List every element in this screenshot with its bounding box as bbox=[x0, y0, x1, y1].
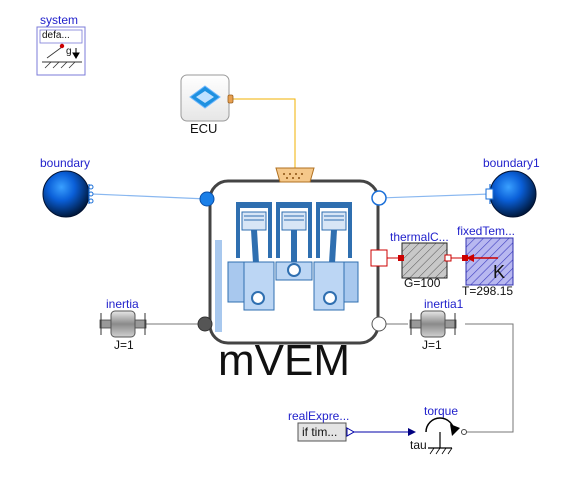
fixed-temperature-port-icon bbox=[462, 255, 468, 261]
inertia-block[interactable] bbox=[99, 310, 147, 338]
boundary1-name-label: boundary1 bbox=[483, 156, 540, 170]
real-expression-name-label: realExpre... bbox=[288, 409, 350, 423]
engine-signal-connector-icon bbox=[275, 167, 315, 183]
chip-icon bbox=[189, 85, 221, 109]
temperature-arrow-icon bbox=[466, 254, 474, 262]
real-expression-value-label: if tim... bbox=[302, 425, 338, 439]
engine-flange-b-port-icon bbox=[371, 316, 387, 332]
inertia-name-label: inertia bbox=[106, 297, 139, 311]
thermal-conductor-param-label: G=100 bbox=[404, 276, 441, 290]
thermal-conductor-block[interactable] bbox=[398, 242, 452, 279]
boundary-name-label: boundary bbox=[40, 156, 91, 170]
system-name-label: system bbox=[40, 13, 79, 27]
torque-arc-icon bbox=[425, 417, 455, 433]
torque-flange-line bbox=[465, 323, 514, 433]
engine-heat-port-icon bbox=[370, 249, 388, 267]
ecu-block[interactable] bbox=[180, 74, 234, 122]
thermal-port-a-icon bbox=[398, 255, 404, 261]
inertia1-name-label: inertia1 bbox=[424, 297, 464, 311]
system-inner-label: defa... bbox=[42, 30, 70, 41]
system-g-label: g bbox=[66, 46, 72, 57]
inertia1-param-label: J=1 bbox=[422, 338, 442, 352]
inertia1-flywheel-icon bbox=[420, 310, 446, 338]
engine-block[interactable] bbox=[197, 167, 388, 345]
inertia-param-label: J=1 bbox=[114, 338, 134, 352]
fixed-temperature-block[interactable] bbox=[462, 237, 514, 286]
torque-block[interactable] bbox=[408, 417, 467, 455]
fixed-temperature-unit-label: K bbox=[493, 262, 506, 282]
connection-lines bbox=[91, 98, 514, 433]
system-block[interactable] bbox=[36, 26, 86, 76]
real-expression-block[interactable] bbox=[297, 422, 356, 442]
real-expression-output-icon bbox=[346, 427, 356, 437]
ecu-signal-line bbox=[232, 98, 296, 170]
fixed-temperature-name-label: fixedTem... bbox=[457, 224, 516, 238]
torque-flange-port-icon bbox=[461, 429, 467, 435]
engine-flange-a-port-icon bbox=[197, 316, 213, 332]
thermal-port-b-icon bbox=[444, 254, 452, 262]
ecu-name-label: ECU bbox=[190, 121, 218, 136]
inertia-flywheel-icon bbox=[110, 310, 136, 338]
engine-cylinders-icon bbox=[227, 202, 359, 311]
engine-inlet-port-icon bbox=[199, 191, 215, 207]
fixed-temperature-param-label: T=298.15 bbox=[462, 284, 514, 298]
boundary1-port-icon bbox=[485, 184, 494, 204]
torque-input-label: tau bbox=[410, 438, 427, 452]
inertia1-block[interactable] bbox=[409, 310, 457, 338]
boundary-fluid-line bbox=[91, 193, 208, 200]
boundary1-fluid-line bbox=[378, 193, 491, 199]
thermal-conductor-name-label: thermalC... bbox=[390, 230, 449, 244]
gravity-arrow-icon bbox=[72, 48, 80, 59]
engine-name-label: mVEM bbox=[218, 336, 350, 385]
torque-name-label: torque bbox=[424, 404, 459, 418]
ecu-port-icon bbox=[227, 94, 234, 104]
engine-outlet-port-icon bbox=[371, 190, 387, 206]
boundary-port-icon bbox=[88, 184, 94, 204]
torque-input-icon bbox=[408, 428, 416, 436]
system-red-dot-icon bbox=[59, 43, 65, 49]
boundary-block[interactable] bbox=[42, 170, 94, 218]
boundary1-block[interactable] bbox=[485, 170, 537, 218]
